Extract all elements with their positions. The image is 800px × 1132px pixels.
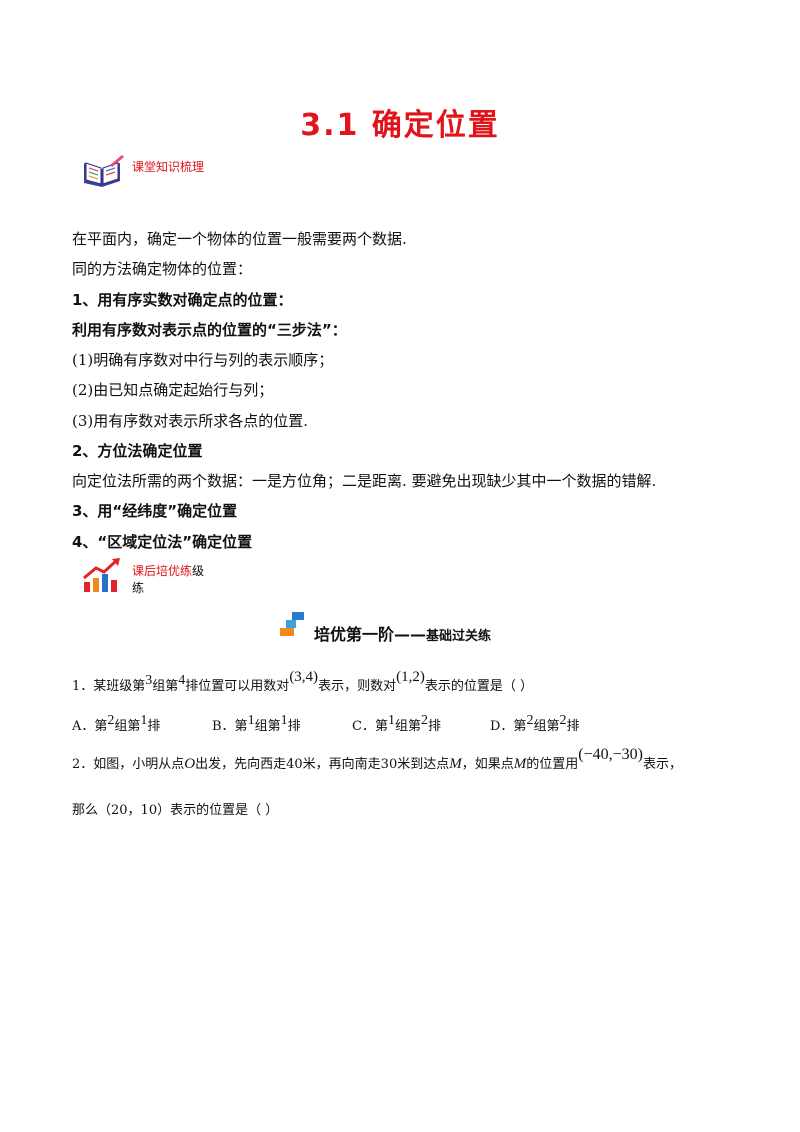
stairs-icon bbox=[280, 612, 308, 636]
step-3: (3)用有序数对表示所求各点的位置. bbox=[72, 412, 309, 430]
question-2: 2．如图，小明从点O出发，先向西走40米，再向南走30米到达点M，如果点M的位置… bbox=[72, 746, 682, 773]
q2-var: O bbox=[184, 756, 196, 772]
question-2-line2: 那么（20，10）表示的位置是（ ） bbox=[72, 803, 279, 818]
q1-text: 表示，则数对 bbox=[318, 679, 397, 694]
option-a[interactable]: A．第2组第1排 bbox=[72, 713, 161, 735]
option-text: 组第 bbox=[533, 719, 560, 734]
heading-1: 1、用有序实数对确定点的位置： bbox=[72, 291, 293, 309]
banner-sub: 基础过关练 bbox=[426, 629, 492, 644]
heading-2: 2、方位法确定位置 bbox=[72, 442, 203, 460]
question-1: 1．某班级第3组第4排位置可以用数对(3,4)表示，则数对(1,2)表示的位置是… bbox=[72, 669, 533, 695]
q2-text: 出发，先向西走40米，再向南走30米到达点 bbox=[195, 757, 450, 772]
option-d[interactable]: D．第2组第2排 bbox=[490, 713, 580, 735]
text-line: 在平面内，确定一个物体的位置一般需要两个数据. bbox=[72, 230, 407, 248]
option-text: A．第 bbox=[72, 719, 108, 734]
q2-var: M bbox=[513, 756, 527, 772]
section-label-practice-line2: 练 bbox=[132, 581, 145, 595]
option-number: 1 bbox=[140, 713, 148, 728]
option-number: 1 bbox=[280, 713, 288, 728]
option-text: 组第 bbox=[114, 719, 141, 734]
section-label-knowledge: 课堂知识梳理 bbox=[132, 160, 205, 174]
q2-text: 2．如图，小明从点 bbox=[72, 757, 185, 772]
option-number: 2 bbox=[107, 713, 115, 728]
page-title: 3.1 确定位置 bbox=[300, 108, 500, 143]
q2-text: ，如果点 bbox=[461, 757, 514, 772]
chart-icon bbox=[82, 556, 124, 594]
option-text: 排 bbox=[566, 719, 580, 734]
section-label-practice-black: 级 bbox=[192, 564, 205, 578]
q1-number: 3 bbox=[145, 673, 153, 688]
q2-var: M bbox=[449, 756, 462, 772]
option-number: 2 bbox=[526, 713, 534, 728]
text-line: 同的方法确定物体的位置： bbox=[72, 260, 253, 278]
heading-4: 4、“区域定位法”确定位置 bbox=[72, 533, 253, 551]
q1-pair: (3,4) bbox=[289, 669, 319, 685]
option-text: C．第 bbox=[352, 719, 388, 734]
book-icon bbox=[80, 153, 126, 193]
heading-3: 3、用“经纬度”确定位置 bbox=[72, 502, 238, 520]
text-line: 向定位法所需的两个数据：一是方位角；二是距离. 要避免出现缺少其中一个数据的错解… bbox=[72, 472, 657, 490]
section-banner: 培优第一阶——基础过关练 bbox=[314, 621, 491, 645]
step-2: (2)由已知点确定起始行与列； bbox=[72, 381, 274, 399]
q1-pair: (1,2) bbox=[396, 669, 425, 685]
option-text: 组第 bbox=[254, 719, 281, 734]
option-number: 2 bbox=[559, 713, 567, 728]
banner-dash: —— bbox=[394, 625, 427, 644]
option-text: B．第 bbox=[212, 719, 248, 734]
q1-text: 表示的位置是（ ） bbox=[424, 679, 533, 694]
section-label-practice-red: 课后培优练 bbox=[132, 564, 193, 578]
q1-text: 排位置可以用数对 bbox=[185, 679, 290, 694]
subheading: 利用有序数对表示点的位置的“三步法”： bbox=[72, 321, 347, 339]
option-number: 1 bbox=[247, 713, 255, 728]
option-number: 2 bbox=[420, 713, 428, 728]
banner-main: 培优第一阶 bbox=[314, 625, 395, 644]
option-text: D．第 bbox=[490, 719, 527, 734]
option-text: 排 bbox=[287, 719, 301, 734]
option-b[interactable]: B．第1组第1排 bbox=[212, 713, 301, 735]
q1-text: 组第 bbox=[152, 679, 179, 694]
step-1: (1)明确有序数对中行与列的表示顺序； bbox=[72, 351, 334, 369]
option-text: 组第 bbox=[394, 719, 421, 734]
option-c[interactable]: C．第1组第2排 bbox=[352, 713, 441, 735]
option-text: 排 bbox=[147, 719, 161, 734]
q1-text: 1．某班级第 bbox=[72, 679, 146, 694]
q2-text: 的位置用 bbox=[526, 757, 579, 772]
q1-number: 4 bbox=[178, 673, 186, 688]
section-label-practice: 课后培优练级 bbox=[132, 562, 204, 579]
option-text: 排 bbox=[427, 719, 441, 734]
option-number: 1 bbox=[387, 713, 395, 728]
q2-pair: (−40,−30) bbox=[578, 746, 643, 763]
q2-text: 表示， bbox=[642, 757, 682, 772]
